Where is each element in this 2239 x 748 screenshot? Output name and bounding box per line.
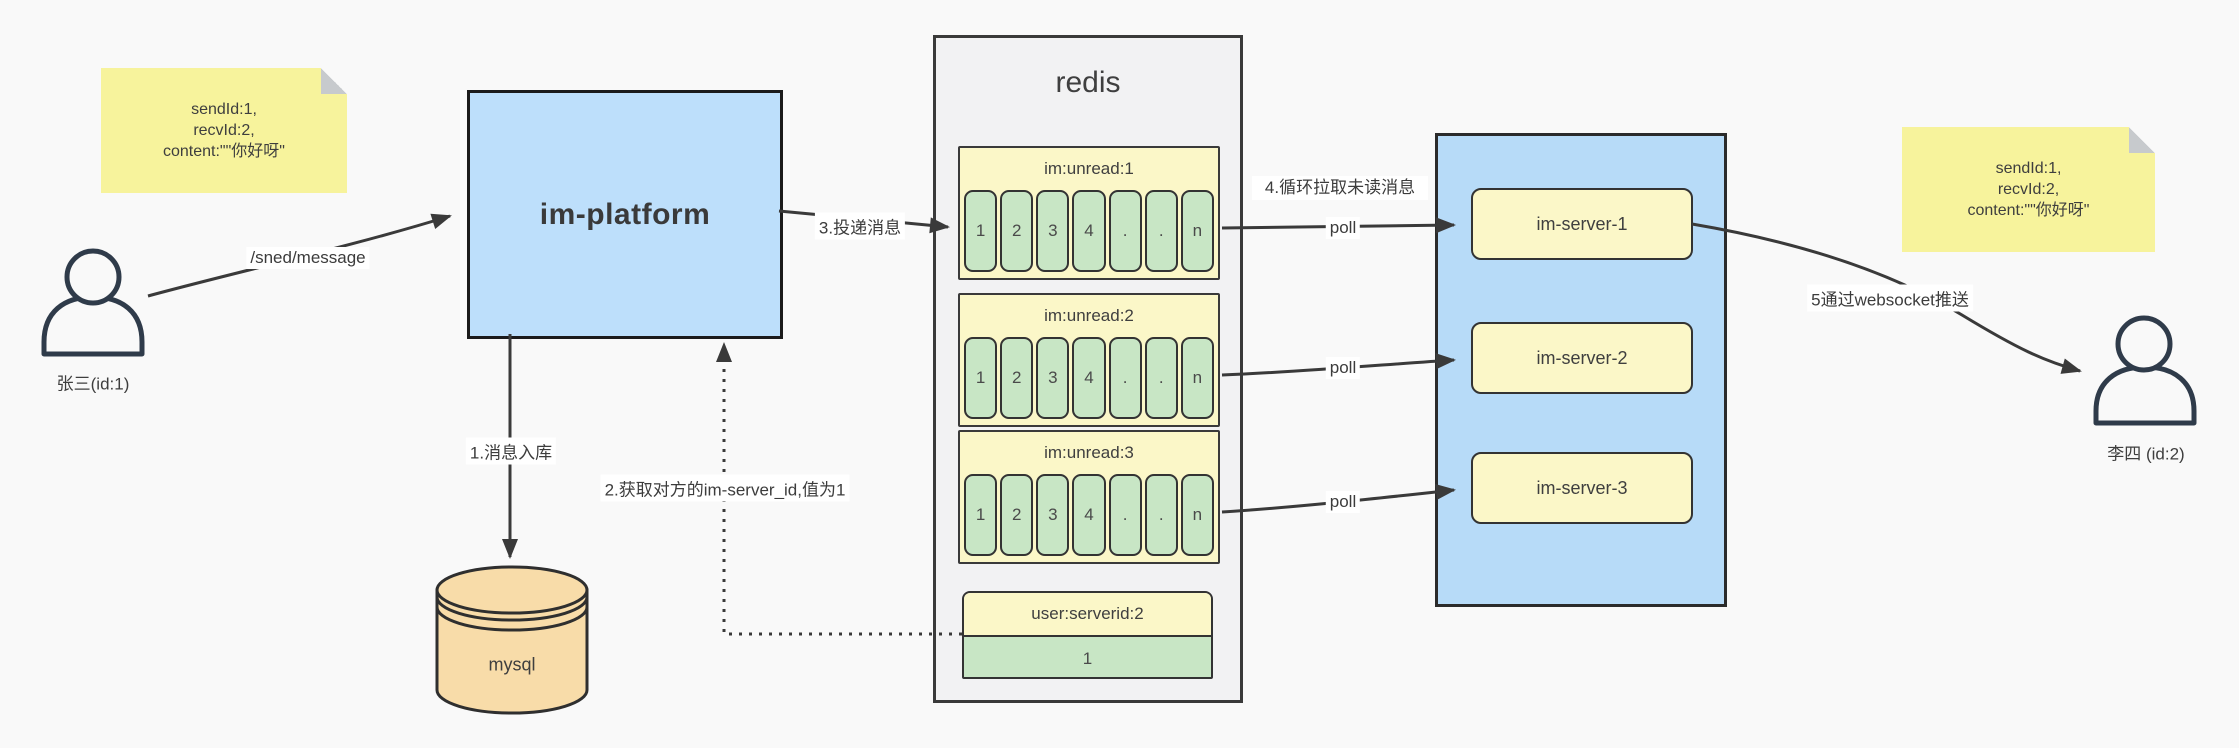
note-line: recvId:2, — [1997, 181, 2060, 198]
redis-container: redis im:unread:1 1 2 3 4 . . n im:unrea… — [933, 35, 1243, 703]
edge-label-step5: 5通过websocket推送 — [1807, 284, 1973, 312]
user-serverid-value: 1 — [964, 637, 1211, 677]
queue-cells: 1 2 3 4 . . n — [964, 474, 1214, 556]
im-server-3-node: im-server-3 — [1471, 452, 1693, 524]
im-platform-node: im-platform — [467, 90, 783, 339]
queue-cell: 4 — [1072, 337, 1106, 419]
im-server-1-node: im-server-1 — [1471, 188, 1693, 260]
queue-cell: . — [1108, 337, 1142, 419]
queue-cell: 2 — [1000, 337, 1034, 419]
queue-cell: 1 — [964, 190, 998, 272]
note-line: sendId:1, — [191, 101, 257, 118]
sticky-note-left: sendId:1, recvId:2, content:""你好呀" — [101, 68, 347, 193]
edge-label-step4: 4.循环拉取未读消息 — [1252, 176, 1428, 200]
queue-cell: . — [1144, 337, 1178, 419]
edge-label-step2: 2.获取对方的im-server_id,值为1 — [600, 474, 850, 502]
note-line: content:""你好呀" — [163, 143, 285, 160]
note-fold-corner-icon — [321, 68, 347, 94]
queue-cell: 2 — [1000, 190, 1034, 272]
redis-title: redis — [1055, 66, 1121, 99]
queue-cell: n — [1180, 474, 1214, 556]
receiver-user-icon — [2093, 315, 2197, 426]
queue-cells: 1 2 3 4 . . n — [964, 337, 1214, 419]
queue-header: im:unread:3 — [1044, 443, 1134, 462]
queue-cell: n — [1180, 337, 1214, 419]
sticky-note-right: sendId:1, recvId:2, content:""你好呀" — [1902, 127, 2155, 252]
queue-header: im:unread:1 — [1044, 159, 1134, 178]
mysql-label: mysql — [488, 654, 536, 675]
queue-cells: 1 2 3 4 . . n — [964, 190, 1214, 272]
queue-cell: . — [1108, 190, 1142, 272]
queue-cell: 1 — [964, 474, 998, 556]
queue-cell: 2 — [1000, 474, 1034, 556]
note-fold-corner-icon — [2129, 127, 2155, 153]
user-serverid-box: user:serverid:2 1 — [962, 591, 1213, 679]
queue-cell: 4 — [1072, 190, 1106, 272]
queue-im-unread-3: im:unread:3 1 2 3 4 . . n — [958, 430, 1220, 564]
queue-cell: . — [1108, 474, 1142, 556]
note-line: recvId:2, — [193, 122, 255, 139]
queue-im-unread-2: im:unread:2 1 2 3 4 . . n — [958, 293, 1220, 427]
queue-cell: 1 — [964, 337, 998, 419]
im-platform-label: im-platform — [539, 197, 711, 231]
receiver-label: 李四 (id:2) — [2107, 444, 2185, 464]
mysql-cylinder-icon — [435, 565, 589, 715]
note-line: sendId:1, — [1995, 160, 2062, 177]
user-serverid-header: user:serverid:2 — [964, 593, 1211, 637]
edge-label-poll-3: poll — [1325, 491, 1361, 513]
queue-cell: n — [1180, 190, 1214, 272]
im-server-2-label: im-server-2 — [1536, 347, 1628, 368]
sender-user-icon — [41, 248, 145, 357]
queue-header: im:unread:2 — [1044, 306, 1134, 325]
queue-cell: . — [1144, 190, 1178, 272]
im-server-cluster: im-server-1 im-server-2 im-server-3 — [1435, 133, 1727, 607]
im-server-3-label: im-server-3 — [1536, 477, 1628, 498]
edge-label-send-api: /sned/message — [246, 247, 370, 269]
queue-cell: 4 — [1072, 474, 1106, 556]
queue-cell: 3 — [1036, 474, 1070, 556]
im-server-2-node: im-server-2 — [1471, 322, 1693, 394]
edge-label-step1: 1.消息入库 — [465, 437, 557, 465]
queue-cell: 3 — [1036, 337, 1070, 419]
queue-cell: . — [1144, 474, 1178, 556]
edge-label-poll-1: poll — [1325, 217, 1361, 239]
edge-label-step3: 3.投递消息 — [814, 212, 906, 240]
edge-label-poll-2: poll — [1325, 357, 1361, 379]
sender-label: 张三(id:1) — [56, 374, 130, 394]
queue-cell: 3 — [1036, 190, 1070, 272]
im-server-1-label: im-server-1 — [1536, 213, 1628, 234]
queue-im-unread-1: im:unread:1 1 2 3 4 . . n — [958, 146, 1220, 280]
note-line: content:""你好呀" — [1967, 202, 2090, 219]
